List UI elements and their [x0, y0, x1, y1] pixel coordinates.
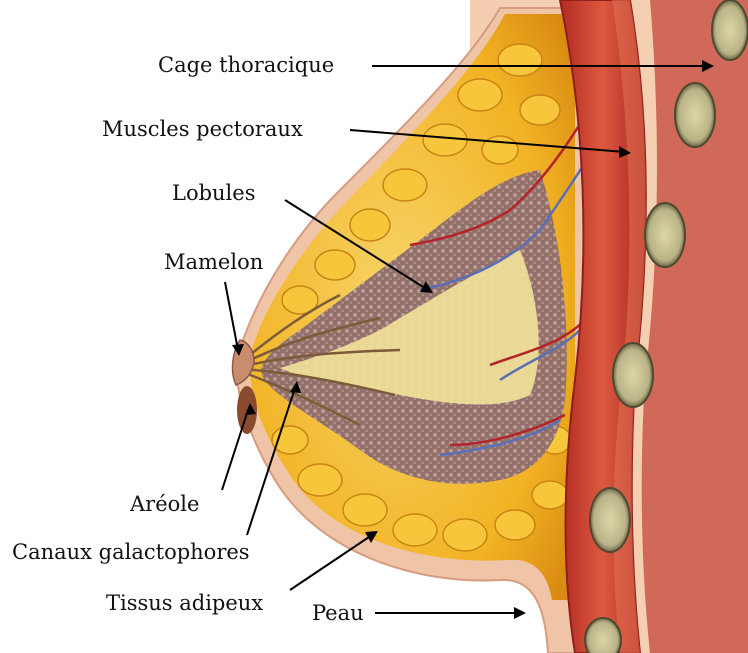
label-lobules: Lobules [172, 183, 255, 204]
label-ribcage: Cage thoracique [158, 55, 334, 76]
label-lactiferous-ducts: Canaux galactophores [12, 542, 250, 563]
label-skin: Peau [312, 603, 364, 624]
label-pectoral-muscles: Muscles pectoraux [102, 119, 303, 140]
label-nipple: Mamelon [164, 252, 263, 273]
label-adipose-tissue: Tissus adipeux [106, 593, 263, 614]
label-areola: Aréole [130, 494, 199, 515]
